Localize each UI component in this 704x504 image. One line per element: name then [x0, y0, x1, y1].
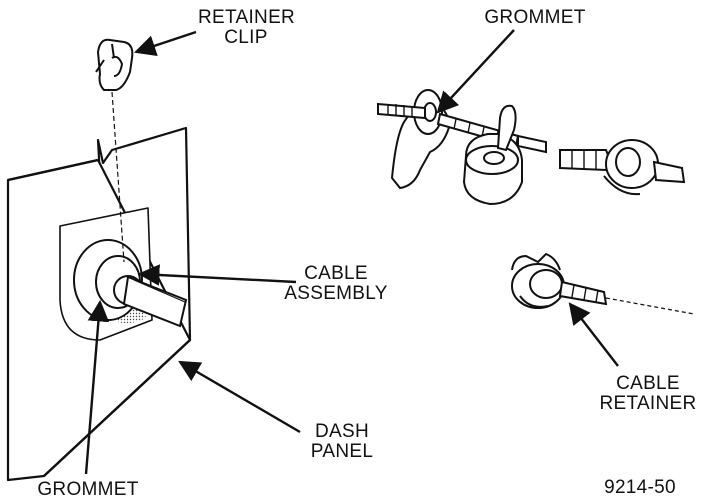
- cable-retainer-drawing: [511, 252, 695, 315]
- label-grommet-top: GROMMET: [484, 7, 586, 28]
- arrow-grommet-bottom: [84, 299, 110, 475]
- arrow-cable-retainer: [568, 302, 619, 367]
- figure-number: 9214-50: [604, 477, 676, 498]
- retainer-clip-drawing: [95, 38, 134, 91]
- grommet-assembly-drawing: [377, 89, 686, 206]
- arrow-dash-panel: [178, 360, 301, 434]
- label-grommet-bottom: GROMMET: [37, 479, 139, 500]
- label-cable-assembly: CABLE ASSEMBLY: [284, 263, 388, 304]
- arrow-cable-assembly: [137, 264, 297, 286]
- label-dash-panel: DASH PANEL: [310, 421, 374, 462]
- arrow-retainer-clip: [133, 30, 197, 57]
- arrow-grommet-top: [436, 29, 515, 114]
- label-retainer-clip: RETAINER CLIP: [198, 7, 296, 48]
- leader-arrows: [84, 29, 619, 475]
- label-cable-retainer: CABLE RETAINER: [599, 373, 697, 414]
